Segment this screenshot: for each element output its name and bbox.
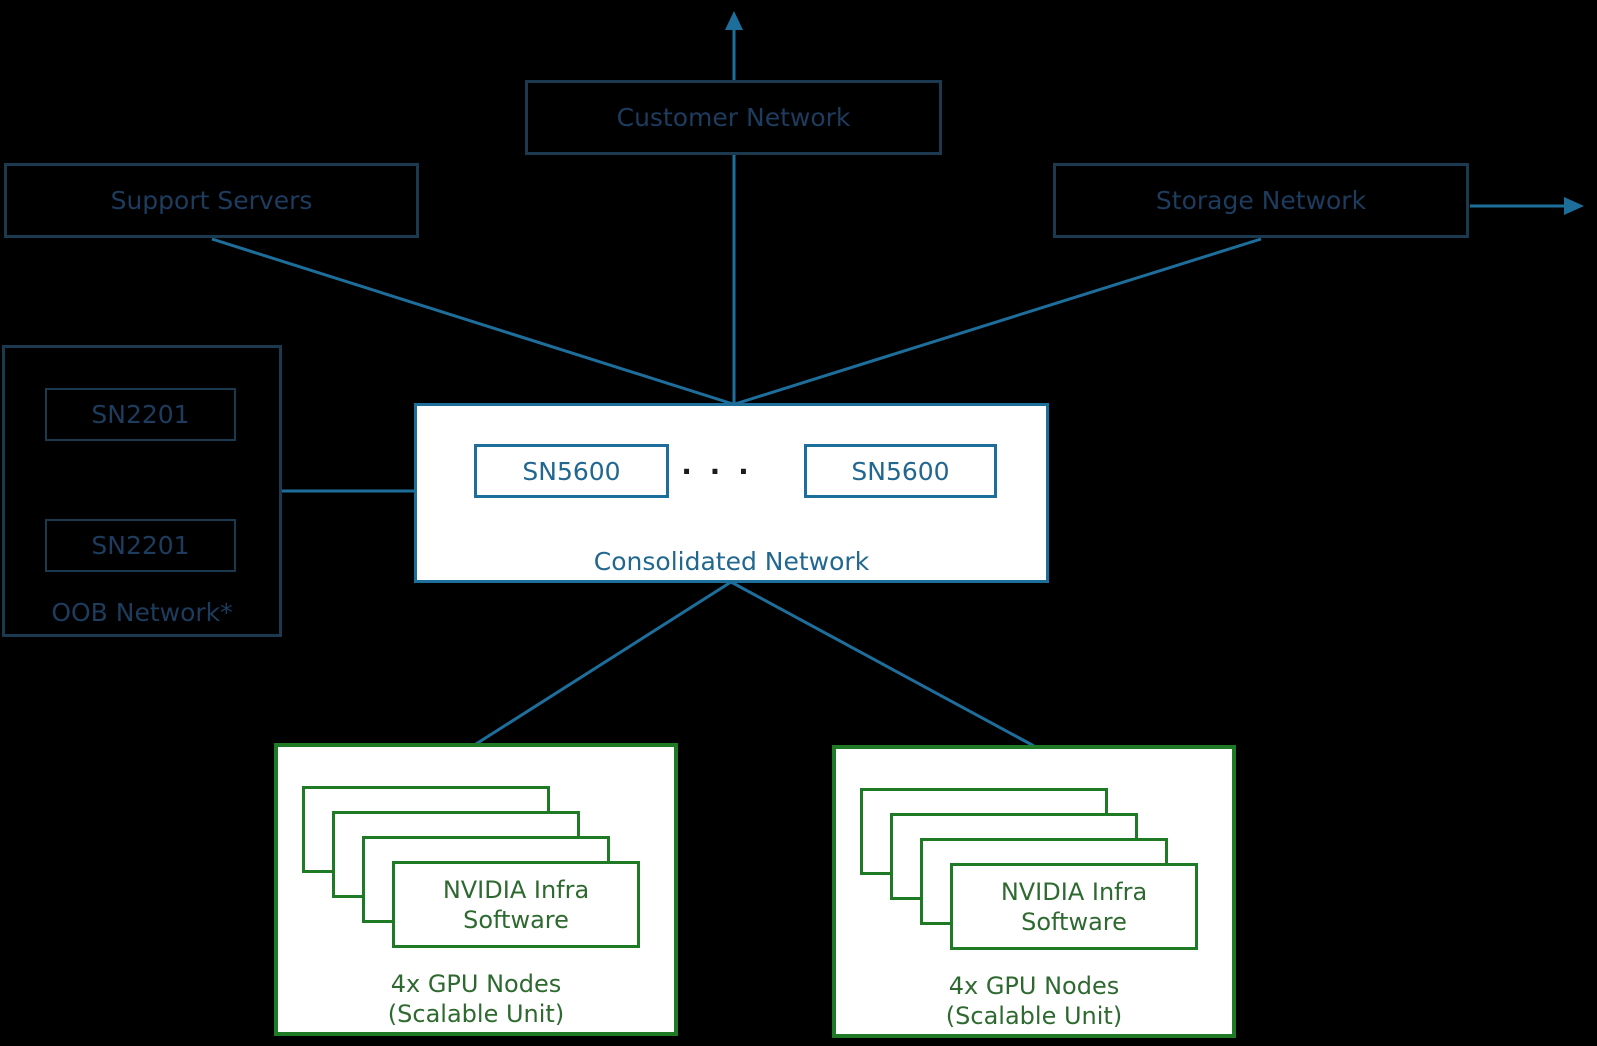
connector-support-to-consolidated (211, 237, 734, 406)
gpu-scalable-unit-left: NVIDIA Infra Software 4x GPU Nodes (Scal… (274, 743, 678, 1036)
oob-network-label: OOB Network* (51, 597, 233, 627)
gpu-unit-caption-line1: 4x GPU Nodes (390, 970, 562, 998)
customer-network-node: Customer Network (525, 80, 942, 155)
sn2201-switch-1: SN2201 (45, 388, 236, 441)
sn2201-switch-2-label: SN2201 (91, 531, 190, 560)
sn5600-switch-1: SN5600 (474, 444, 669, 498)
customer-network-label: Customer Network (616, 103, 851, 132)
gpu-unit-caption: 4x GPU Nodes (Scalable Unit) (278, 969, 674, 1029)
support-servers-label: Support Servers (110, 186, 313, 215)
consolidated-network-label: Consolidated Network (593, 546, 870, 576)
gpu-node-card-front: NVIDIA Infra Software (392, 861, 640, 948)
gpu-unit-caption-line2: (Scalable Unit) (387, 1000, 565, 1028)
infra-software-label-line2: Software (463, 905, 569, 934)
storage-network-label: Storage Network (1155, 186, 1367, 215)
gpu-unit-caption-line1: 4x GPU Nodes (948, 972, 1120, 1000)
storage-network-node: Storage Network (1053, 163, 1469, 238)
sn2201-switch-1-label: SN2201 (91, 400, 190, 429)
infra-software-label-line2: Software (1021, 907, 1127, 936)
consolidated-network-node: SN5600 · · · SN5600 Consolidated Network (414, 403, 1049, 583)
switch-ellipsis: · · · (681, 454, 753, 488)
arrowhead-right-icon (1564, 197, 1584, 215)
oob-network-node: SN2201 SN2201 OOB Network* (2, 345, 282, 637)
gpu-unit-caption: 4x GPU Nodes (Scalable Unit) (836, 971, 1232, 1031)
gpu-node-card-front: NVIDIA Infra Software (950, 863, 1198, 950)
connector-storage-to-consolidated (734, 237, 1262, 406)
sn2201-switch-2: SN2201 (45, 519, 236, 572)
connector-consolidated-to-gpu-right (730, 580, 1035, 748)
infra-software-label-line1: NVIDIA Infra (1000, 877, 1148, 906)
arrowhead-up-icon (725, 11, 743, 30)
connector-consolidated-to-gpu-left (475, 580, 732, 746)
sn5600-switch-2-label: SN5600 (851, 456, 950, 486)
sn5600-switch-2: SN5600 (804, 444, 997, 498)
support-servers-node: Support Servers (4, 163, 419, 238)
infra-software-label-line1: NVIDIA Infra (442, 875, 590, 904)
gpu-unit-caption-line2: (Scalable Unit) (945, 1002, 1123, 1030)
sn5600-switch-1-label: SN5600 (522, 456, 621, 486)
gpu-scalable-unit-right: NVIDIA Infra Software 4x GPU Nodes (Scal… (832, 745, 1236, 1038)
